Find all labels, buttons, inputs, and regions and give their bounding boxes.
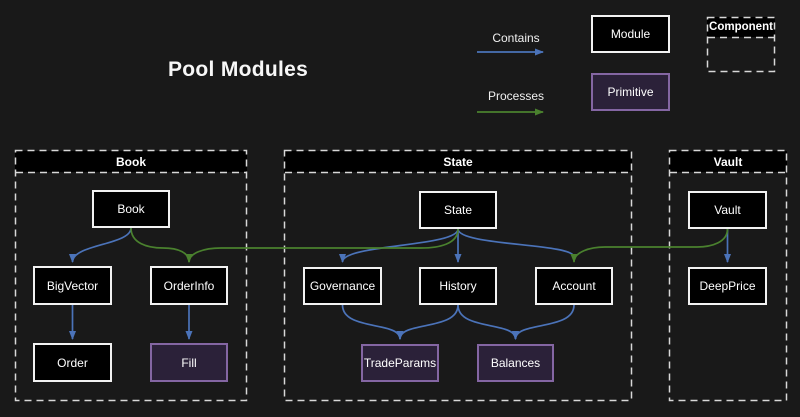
node-fill: Fill bbox=[150, 343, 228, 382]
edge-book-orderinfo bbox=[130, 227, 193, 263]
node-book: Book bbox=[92, 190, 170, 228]
node-deepprice: DeepPrice bbox=[688, 267, 767, 305]
edge-book-bigvector bbox=[69, 227, 132, 263]
legend-component-band: Component bbox=[707, 17, 775, 37]
edge-state-governance bbox=[339, 228, 459, 263]
edge-state-account bbox=[457, 228, 575, 258]
node-bigvector: BigVector bbox=[33, 266, 112, 305]
page-title: Pool Modules bbox=[168, 58, 309, 81]
legend-module-box: Module bbox=[591, 15, 670, 53]
legend-primitive-box: Primitive bbox=[591, 73, 670, 111]
node-account: Account bbox=[535, 267, 613, 305]
node-tradeparams: TradeParams bbox=[361, 344, 439, 382]
node-state: State bbox=[419, 191, 497, 229]
edge-history-tradeparams bbox=[396, 304, 459, 340]
node-order: Order bbox=[33, 343, 112, 382]
node-history: History bbox=[419, 267, 497, 305]
book-container-title: Book bbox=[15, 151, 247, 172]
node-balances: Balances bbox=[477, 344, 554, 382]
edge-state-orderinfo bbox=[185, 228, 459, 263]
legend-processes-label: Processes bbox=[487, 89, 545, 103]
node-orderinfo: OrderInfo bbox=[150, 266, 228, 305]
edge-history-balances bbox=[457, 304, 519, 340]
edge-governance-tradeparams bbox=[341, 304, 404, 340]
vault-container-title: Vault bbox=[669, 151, 787, 172]
edge-vault-account bbox=[570, 228, 729, 263]
edge-account-balances bbox=[512, 304, 575, 340]
node-vault: Vault bbox=[688, 191, 767, 229]
node-governance: Governance bbox=[303, 267, 382, 305]
state-container-title: State bbox=[284, 151, 632, 172]
legend-contains-label: Contains bbox=[492, 31, 540, 45]
